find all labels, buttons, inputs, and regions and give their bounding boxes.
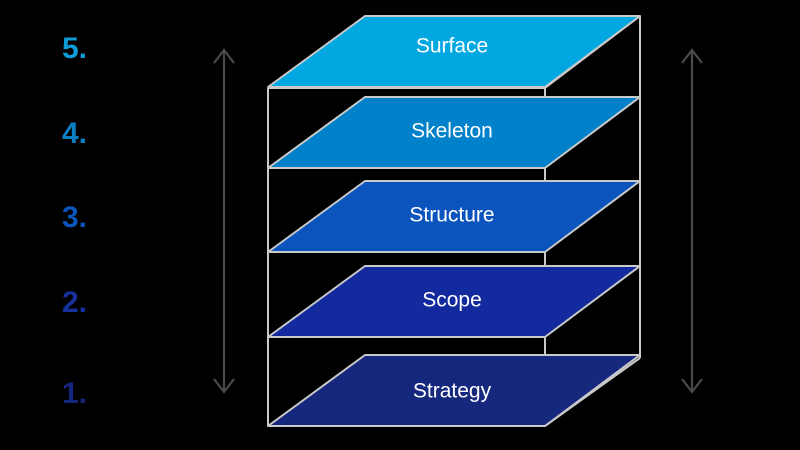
- plane-skeleton-label: Skeleton: [411, 120, 493, 143]
- right-arrow-head-up-icon: [681, 48, 703, 64]
- plane-structure-surface[interactable]: [267, 180, 641, 253]
- left-arrow-head-up-icon: [213, 48, 235, 64]
- left-double-arrow: [213, 48, 235, 394]
- plane-skeleton[interactable]: Skeleton: [267, 96, 641, 169]
- plane-scope-label: Scope: [422, 289, 482, 312]
- plane-surface[interactable]: Surface: [267, 15, 641, 88]
- right-double-arrow: [681, 48, 703, 394]
- plane-structure[interactable]: Structure: [267, 180, 641, 253]
- step-number-4: 4.: [62, 117, 88, 150]
- plane-strategy-label: Strategy: [413, 380, 492, 403]
- step-number-2: 2.: [62, 286, 88, 319]
- step-number-1: 1.: [62, 377, 88, 410]
- plane-scope[interactable]: Scope: [267, 265, 641, 338]
- right-arrow-head-down-icon: [681, 378, 703, 394]
- plane-structure-label: Structure: [409, 204, 494, 227]
- step-number-3: 3.: [62, 201, 88, 234]
- plane-strategy-surface[interactable]: [267, 354, 641, 427]
- plane-surface-surface[interactable]: [267, 15, 641, 88]
- left-arrow-head-down-icon: [213, 378, 235, 394]
- plane-strategy[interactable]: Strategy: [267, 354, 641, 427]
- step-number-5: 5.: [62, 32, 88, 65]
- plane-surface-label: Surface: [416, 35, 488, 58]
- plane-scope-surface[interactable]: [267, 265, 641, 338]
- plane-skeleton-surface[interactable]: [267, 96, 641, 169]
